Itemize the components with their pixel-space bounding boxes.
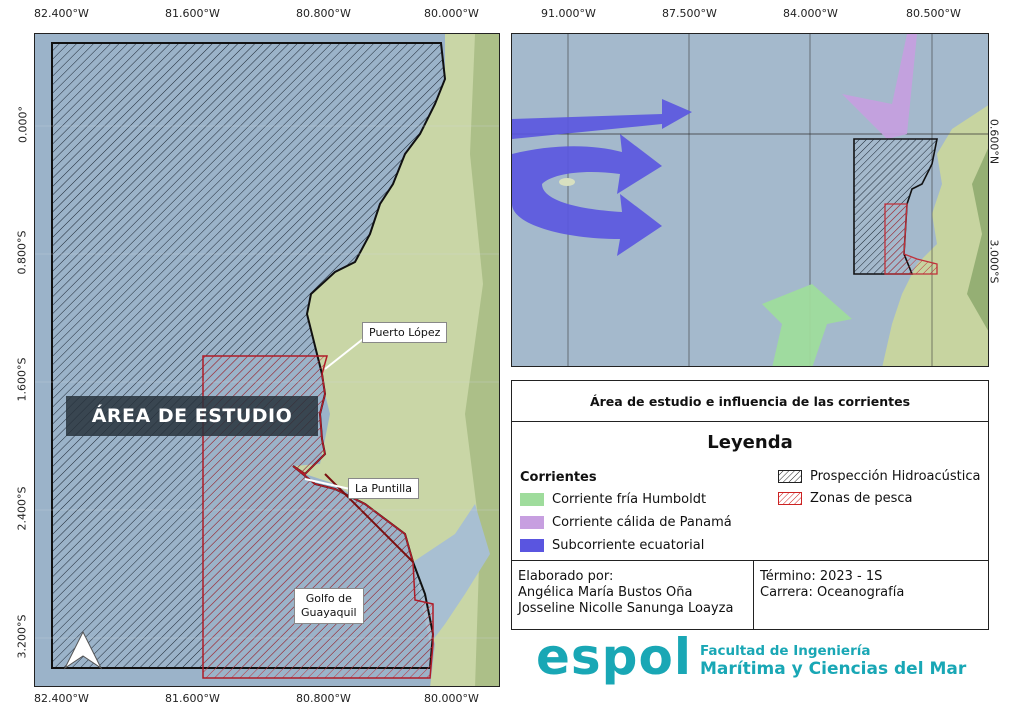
swatch-fishing [778, 492, 802, 505]
swatch-prospection [778, 470, 802, 483]
label-golfo-line2: Guayaquil [301, 606, 357, 619]
legend-label: Corriente fría Humboldt [552, 492, 707, 507]
legend-item-fishing: Zonas de pesca [778, 491, 913, 506]
main-top-lon-3: 80.800°W [296, 7, 351, 20]
legend-label: Subcorriente ecuatorial [552, 538, 705, 553]
humboldt-current-arrow [762, 284, 852, 366]
main-lat-5: 3.200°S [15, 614, 29, 659]
main-bottom-lon-3: 80.800°W [296, 692, 351, 705]
swatch-panama [520, 516, 544, 529]
author-2: Josseline Nicolle Sanunga Loayza [518, 601, 734, 616]
inset-map[interactable] [511, 33, 989, 367]
espol-logo-icon: espol [536, 628, 692, 686]
inset-top-lon-3: 84.000°W [783, 7, 838, 20]
main-lat-2: 0.800°S [15, 230, 29, 275]
study-area-label: ÁREA DE ESTUDIO [66, 396, 318, 436]
main-top-lon-1: 82.400°W [34, 7, 89, 20]
term-label: Término: 2023 - 1S [760, 569, 883, 584]
main-lat-3: 1.600°S [15, 357, 29, 402]
inset-top-lon-2: 87.500°W [662, 7, 717, 20]
main-top-lon-4: 80.000°W [424, 7, 479, 20]
author-1: Angélica María Bustos Oña [518, 585, 693, 600]
panama-current-arrow [842, 34, 917, 139]
subcurrent-arrow-1 [512, 99, 692, 139]
inset-lat-2: 3.000°S [987, 239, 1001, 284]
elaborado-title: Elaborado por: [518, 569, 614, 584]
label-golfo-line1: Golfo de [305, 592, 352, 605]
faculty-line2: Marítima y Ciencias del Mar [700, 659, 967, 679]
faculty-name: Facultad de Ingeniería Marítima y Cienci… [700, 643, 966, 679]
espol-brand-text: espol [536, 630, 692, 686]
fishing-zone [202, 355, 434, 679]
subcurrent-arrow-2 [512, 134, 662, 256]
label-la-puntilla: La Puntilla [348, 478, 419, 499]
pointer-la-puntilla [304, 478, 351, 490]
main-map-canvas [35, 34, 499, 686]
main-lat-1: 0.000° [16, 106, 30, 143]
career-label: Carrera: Oceanografía [760, 585, 905, 600]
label-golfo: Golfo de Guayaquil [294, 588, 364, 624]
inset-top-lon-1: 91.000°W [541, 7, 596, 20]
legend-item-panama: Corriente cálida de Panamá [520, 515, 732, 530]
land-highlands [465, 34, 499, 686]
label-puerto-lopez: Puerto López [362, 322, 448, 343]
legend-heading: Leyenda [707, 432, 793, 453]
swatch-humboldt [520, 493, 544, 506]
land [293, 34, 499, 686]
legend-label: Zonas de pesca [810, 491, 913, 506]
main-top-lon-2: 81.600°W [165, 7, 220, 20]
main-bottom-lon-4: 80.000°W [424, 692, 479, 705]
legend-item-subcurrent: Subcorriente ecuatorial [520, 538, 704, 553]
inset-map-canvas [512, 34, 988, 366]
credits-authors: Elaborado por: Angélica María Bustos Oña… [511, 560, 754, 630]
espol-logo: espol [536, 628, 696, 696]
inset-fishing-zone [884, 203, 938, 275]
legend: Leyenda Corrientes Corriente fría Humbol… [511, 421, 989, 561]
pointer-puerto-lopez [324, 338, 364, 370]
legend-item-humboldt: Corriente fría Humboldt [520, 492, 706, 507]
legend-item-prospection: Prospección Hidroacústica [778, 469, 980, 484]
main-lat-4: 2.400°S [15, 486, 29, 531]
legend-currents-title: Corrientes [520, 470, 597, 485]
inset-top-lon-4: 80.500°W [906, 7, 961, 20]
inset-lat-1: 0.600°N [987, 118, 1001, 165]
coastline-south [324, 473, 414, 563]
legend-label: Corriente cálida de Panamá [552, 515, 732, 530]
legend-label: Prospección Hidroacústica [810, 469, 981, 484]
map-title: Área de estudio e influencia de las corr… [511, 380, 989, 422]
swatch-subcurrent [520, 539, 544, 552]
galapagos-island [559, 178, 575, 186]
main-bottom-lon-1: 82.400°W [34, 692, 89, 705]
credits-term: Término: 2023 - 1S Carrera: Oceanografía [753, 560, 989, 630]
inset-land [882, 105, 988, 366]
faculty-line1: Facultad de Ingeniería [700, 643, 871, 659]
main-bottom-lon-2: 81.600°W [165, 692, 220, 705]
inset-highlands [967, 148, 988, 331]
main-map[interactable] [34, 33, 500, 687]
north-arrow-icon [63, 630, 103, 670]
